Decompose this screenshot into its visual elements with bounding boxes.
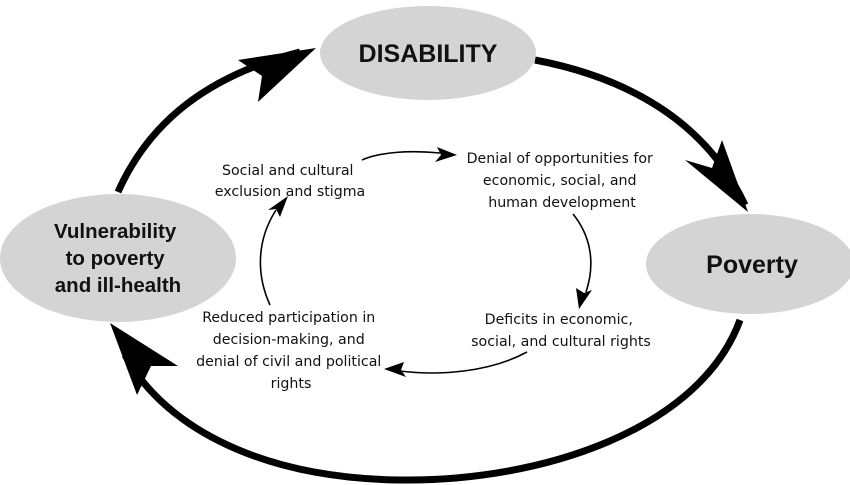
- inner-denial-line-2: economic, social, and: [483, 173, 637, 189]
- inner-arrow-participation-to-exclusion: [259, 209, 277, 306]
- outer-arrow-poverty-to-vulnerability: [121, 318, 744, 484]
- inner-participation-line-3: denial of civil and political: [196, 354, 381, 370]
- node-poverty-ellipse: [646, 214, 850, 314]
- svg-text:DISABILITY: DISABILITY: [359, 40, 498, 68]
- inner-arrow-deficits-to-participation: [399, 351, 528, 374]
- inner-arrowhead-deficits: [576, 288, 592, 309]
- node-vulnerability: Vulnerability to poverty and ill-health: [0, 194, 236, 322]
- inner-text-deficits: Deficits in economic, social, and cultur…: [471, 312, 651, 350]
- inner-arrowhead-participation: [384, 362, 406, 377]
- inner-exclusion-line-1: Social and cultural: [222, 163, 354, 179]
- node-vulnerability-line-2: to poverty: [66, 247, 166, 270]
- inner-text-exclusion: Social and cultural exclusion and stigma: [215, 163, 366, 200]
- inner-arrowhead-exclusion: [268, 196, 288, 217]
- svg-text:Vulnerability to poverty: Vulnerability to poverty and ill-health: [54, 220, 182, 297]
- inner-text-reduced-participation: Reduced participation in decision-making…: [196, 310, 386, 392]
- node-vulnerability-ellipse: [0, 194, 236, 322]
- inner-participation-line-2: decision-making, and: [213, 332, 365, 348]
- node-poverty-label: Poverty: [706, 251, 798, 279]
- inner-text-denial-opportunities: Denial of opportunities for economic, so…: [467, 151, 658, 211]
- inner-denial-line-3: human development: [488, 195, 636, 211]
- node-disability-ellipse: [320, 6, 536, 100]
- svg-text:Poverty: Poverty: [706, 251, 798, 279]
- outer-arrowhead-disability: [238, 48, 316, 102]
- inner-arrowhead-denial: [435, 147, 457, 162]
- inner-exclusion-line-2: exclusion and stigma: [215, 184, 366, 200]
- outer-arrowhead-poverty: [685, 140, 748, 212]
- inner-deficits-line-2: social, and cultural rights: [471, 334, 651, 350]
- inner-deficits-line-1: Deficits in economic,: [485, 312, 633, 328]
- node-disability-label: DISABILITY: [359, 40, 498, 68]
- inner-arrow-denial-to-deficits: [572, 213, 592, 293]
- inner-participation-line-4: rights: [271, 376, 312, 392]
- outer-arrowhead-vulnerability: [110, 323, 178, 395]
- inner-denial-line-1: Denial of opportunities for: [467, 151, 653, 167]
- inner-arrow-exclusion-to-denial: [361, 150, 441, 161]
- inner-participation-line-1: Reduced participation in: [202, 310, 375, 326]
- node-disability: DISABILITY: [320, 6, 536, 100]
- node-poverty: Poverty: [646, 214, 850, 314]
- node-vulnerability-line-1: Vulnerability: [54, 220, 177, 243]
- node-vulnerability-line-3: and ill-health: [55, 274, 181, 297]
